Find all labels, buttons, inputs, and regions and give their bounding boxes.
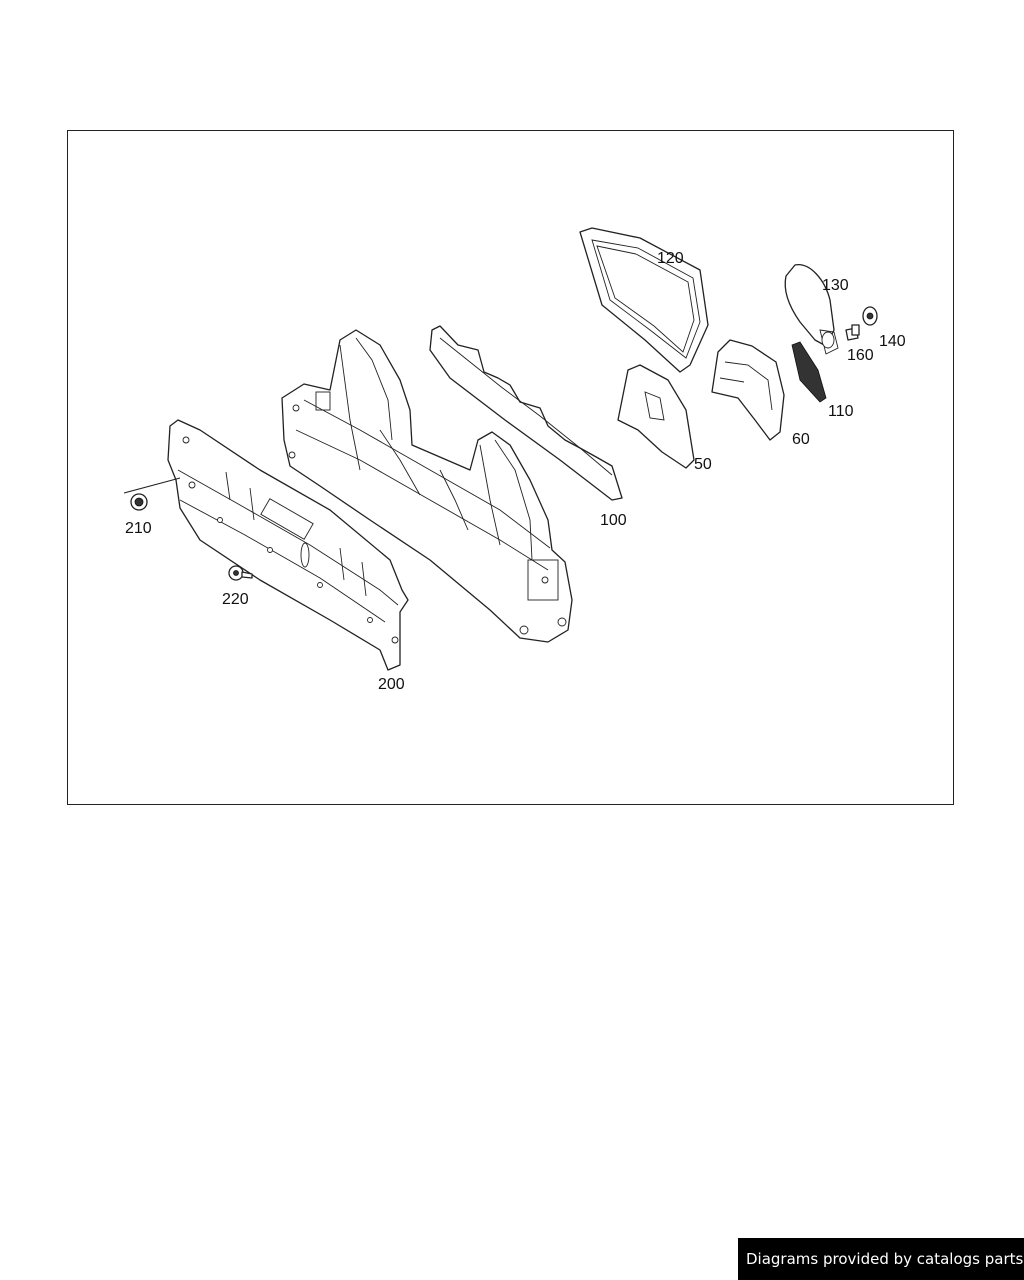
part-60-trim[interactable] [711, 339, 785, 441]
rollbar-frame-assembly[interactable] [281, 329, 573, 643]
part-220-bolt[interactable] [228, 565, 253, 581]
part-label-210: 210 [125, 520, 152, 537]
part-160-screw[interactable] [845, 324, 860, 341]
credit-badge: Diagrams provided by catalogs parts [738, 1238, 1024, 1280]
part-120-window-frame[interactable] [579, 227, 709, 373]
part-label-140: 140 [879, 333, 906, 350]
part-100-seal-strip[interactable] [429, 325, 623, 501]
part-50-cover[interactable] [617, 364, 695, 469]
part-label-200: 200 [378, 676, 405, 693]
part-110-grille[interactable] [791, 341, 827, 403]
part-label-220: 220 [222, 591, 249, 608]
part-label-160: 160 [847, 347, 874, 364]
part-210-clip[interactable] [130, 493, 148, 511]
part-label-120: 120 [657, 250, 684, 267]
part-200-cross-member[interactable] [167, 419, 409, 671]
part-label-110: 110 [828, 403, 854, 420]
part-130-cover[interactable] [784, 264, 839, 355]
part-label-100: 100 [600, 512, 627, 529]
part-label-60: 60 [792, 431, 810, 448]
part-label-50: 50 [694, 456, 712, 473]
part-140-nut[interactable] [862, 306, 878, 326]
part-label-130: 130 [822, 277, 849, 294]
